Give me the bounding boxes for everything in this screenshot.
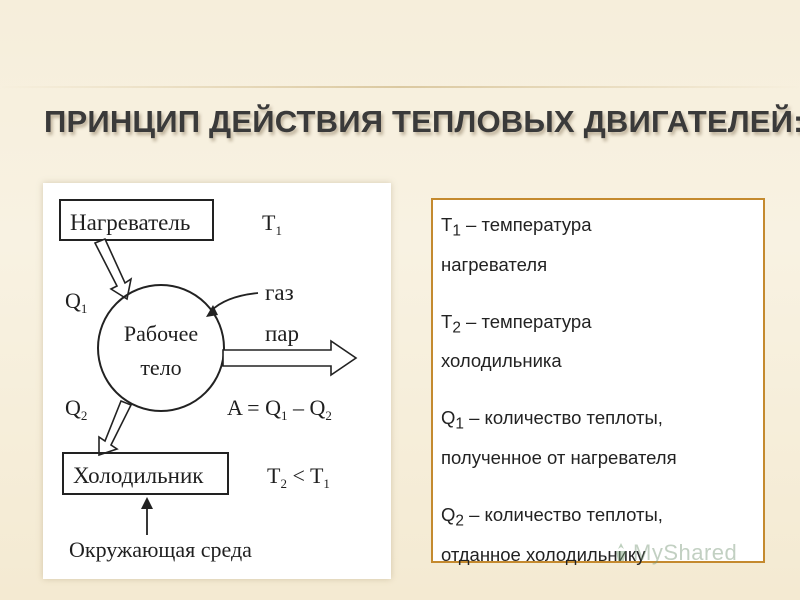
gas-arrow-head (206, 305, 218, 317)
working-body-circle (97, 284, 225, 412)
decorative-top-line (0, 86, 800, 88)
legend-box: T1 – температура нагревателя T2 – темпер… (431, 198, 765, 565)
working-body-label-2: тело (140, 355, 181, 380)
q1-arrow (93, 237, 133, 301)
t1-label: T1 (262, 210, 282, 238)
q2-arrow (98, 399, 133, 457)
heat-engine-diagram: Нагреватель T1 Q1 Рабочее тело газ пар Q… (43, 183, 391, 579)
cooler-label: Холодильник (73, 463, 204, 488)
watermark: MyShared (612, 540, 737, 566)
work-formula: A = Q1 – Q2 (227, 395, 332, 423)
slide-title: ПРИНЦИП ДЕЙСТВИЯ ТЕПЛОВЫХ ДВИГАТЕЛЕЙ: (44, 104, 800, 139)
work-arrow (222, 339, 358, 377)
steam-label: пар (265, 321, 299, 346)
q1-label: Q1 (65, 288, 87, 316)
q2-label: Q2 (65, 395, 87, 423)
environment-arrow-head (141, 497, 153, 509)
heater-label: Нагреватель (70, 210, 190, 235)
legend-item-t2: T2 – температура холодильника (441, 310, 592, 372)
cooler-box (62, 452, 229, 495)
environment-label: Окружающая среда (69, 537, 252, 562)
gas-label: газ (265, 280, 294, 305)
working-body-label-1: Рабочее (124, 321, 198, 346)
legend-item-q1: Q1 – количество теплоты, полученное от н… (441, 407, 677, 469)
legend-item-t1: T1 – температура нагревателя (441, 214, 592, 275)
gas-arrow (210, 292, 259, 312)
t2-lt-t1-label: T2 < T1 (267, 463, 330, 491)
myshared-logo-icon (616, 543, 626, 561)
legend-item-q2: Q2 – количество теплоты, отданное холоди… (441, 504, 663, 565)
heater-box (59, 199, 214, 241)
diagram-svg: Нагреватель T1 Q1 Рабочее тело газ пар Q… (59, 199, 358, 562)
